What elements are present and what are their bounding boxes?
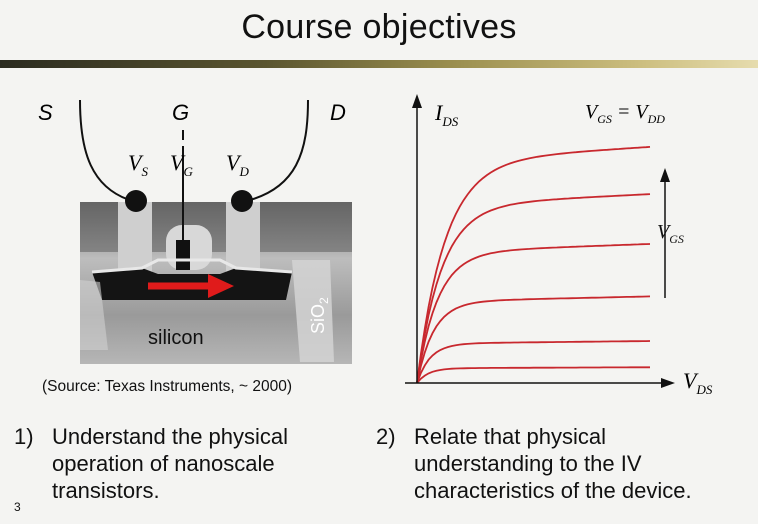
title-divider [0, 60, 758, 68]
terminal-g-label: G [172, 100, 189, 125]
svg-text:VGS: VGS [657, 221, 684, 246]
iv-curve-5 [416, 193, 651, 384]
objective-2-line-1: Relate that physical [414, 424, 606, 449]
sio2-sub: 2 [317, 297, 331, 304]
iv-characteristics-chart: IDS VDS VGS = VDD VGS [405, 94, 713, 397]
vg-sub: G [183, 164, 193, 179]
page-title: Course objectives [241, 8, 517, 46]
drain-wire [241, 99, 309, 203]
iv-curve-3 [416, 295, 651, 384]
top-curve-eq-sub: DD [647, 112, 666, 126]
svg-text:IDS: IDS [434, 100, 459, 129]
vs-sub: S [141, 164, 148, 179]
terminal-s-label: S [38, 100, 53, 125]
source-contact-dot [125, 190, 147, 212]
objective-2-line-3: characteristics of the device. [414, 478, 692, 503]
terminal-d-label: D [330, 100, 346, 125]
sio2-label: SiO [308, 304, 328, 334]
transistor-cross-section: S G D VS VG VD silicon SiO2 [38, 99, 352, 364]
objective-2-line-2: understanding to the IV [414, 451, 642, 476]
objective-1-line-1: Understand the physical [52, 424, 289, 449]
gate-electrode [176, 240, 190, 270]
drain-contact [226, 202, 260, 272]
drain-contact-dot [231, 190, 253, 212]
objective-1-line-2: operation of nanoscale [52, 451, 275, 476]
objective-1: 1) Understand the physical operation of … [14, 423, 354, 507]
y-axis-label: I [434, 100, 444, 125]
x-axis-label: V [683, 368, 699, 393]
silicon-label: silicon [148, 327, 204, 349]
iv-curve-4 [416, 243, 651, 384]
vgs-arrow-label: V [657, 221, 672, 243]
objective-2-number: 2) [376, 424, 396, 449]
x-axis-arrow [661, 378, 675, 388]
svg-text:VG: VG [170, 150, 193, 179]
top-curve-label-sub: GS [597, 112, 612, 126]
iv-curve-6 [416, 146, 651, 384]
vg-label: V [170, 150, 186, 175]
svg-text:VD: VD [226, 150, 249, 179]
y-axis-label-sub: DS [441, 114, 458, 129]
svg-text:VDS: VDS [683, 368, 713, 397]
source-wire [79, 99, 137, 203]
vd-sub: D [238, 164, 249, 179]
objective-1-line-3: transistors. [52, 478, 160, 503]
top-curve-label: V [585, 101, 600, 123]
vd-label: V [226, 150, 242, 175]
vgs-arrow-label-sub: GS [669, 232, 684, 246]
vs-label: V [128, 150, 144, 175]
sio2-region [292, 260, 334, 362]
x-axis-label-sub: DS [695, 382, 712, 397]
svg-text:VGS = VDD: VGS = VDD [585, 101, 665, 126]
source-contact [118, 202, 152, 272]
svg-text:VS: VS [128, 150, 148, 179]
y-axis-arrow [412, 94, 422, 108]
iv-curve-2 [416, 340, 651, 384]
slide-number: 3 [14, 500, 21, 514]
objective-1-number: 1) [14, 424, 34, 449]
top-curve-eq: = V [612, 101, 650, 123]
svg-text:SiO2: SiO2 [308, 297, 331, 334]
objective-2: 2) Relate that physical understanding to… [376, 423, 751, 507]
source-caption: (Source: Texas Instruments, ~ 2000) [42, 378, 292, 395]
iv-curve-1 [416, 366, 650, 384]
